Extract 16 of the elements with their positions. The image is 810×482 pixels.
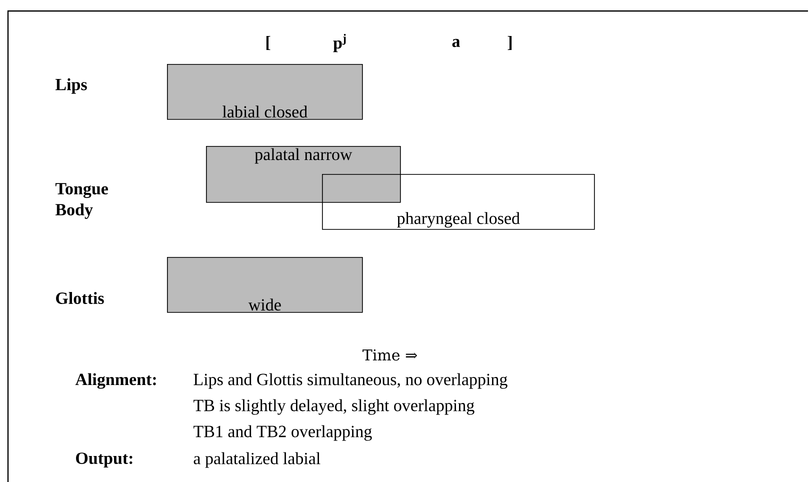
field-label: Alignment: (75, 373, 156, 389)
gesture-box: wide (167, 257, 363, 313)
tier-label: Glottis (56, 292, 104, 304)
note-text: a palatalized labial (194, 452, 320, 468)
field-label: Output: (76, 452, 132, 468)
gesture-box: palatal narrow (206, 146, 401, 203)
tier-label: Tongue Body (55, 183, 108, 219)
axis-label: Time ⇒ (362, 349, 418, 361)
phonetic-symbol: ] (508, 36, 512, 50)
tier-label: Lips (56, 78, 87, 94)
note-text: Lips and Glottis simultaneous, no overlapping (194, 373, 508, 389)
phonetic-symbol: a (452, 38, 460, 48)
gesture-box: pharyngeal closed (322, 174, 595, 230)
note-text: TB1 and TB2 overlapping (194, 425, 372, 441)
note-text: TB is slightly delayed, slight overlapping (194, 399, 474, 415)
gesture-box: labial closed (167, 64, 363, 120)
